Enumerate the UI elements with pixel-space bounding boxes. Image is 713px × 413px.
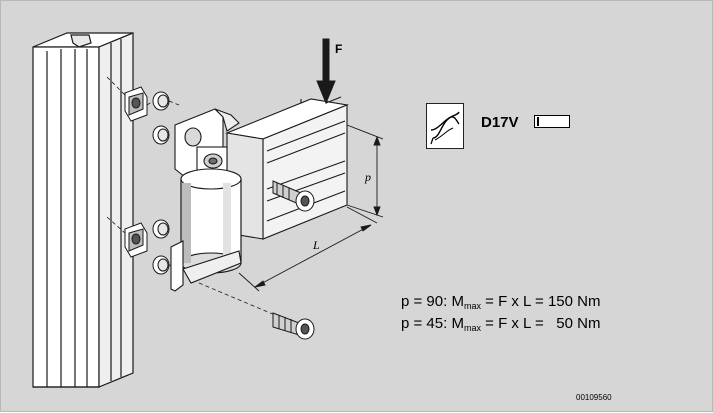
dimension-p: [346, 124, 384, 218]
bolt-beam: [272, 180, 315, 212]
washer-upper-2: [152, 125, 170, 145]
formula-2-subscript: max: [463, 323, 481, 333]
slot-nut-lower: [124, 222, 148, 258]
drill-bit-icon: [430, 111, 460, 145]
drill-code-label: D17V: [481, 114, 519, 131]
formula-2-prefix: p = 45: M: [401, 315, 464, 332]
force-label: F: [335, 42, 342, 56]
formula-line-2: p = 45: Mmax = F x L = 50 Nm: [401, 315, 600, 333]
extrusion-profile: [32, 32, 134, 388]
dimension-l: [238, 206, 378, 292]
slot-nut-upper: [124, 86, 148, 122]
horizontal-profile: [224, 98, 350, 240]
hinge-base-plate: [170, 240, 242, 292]
formula-2-rest: = F x L = 50 Nm: [480, 315, 601, 332]
drill-code-bar: [534, 115, 570, 128]
countersunk-screw: [272, 312, 315, 340]
washer-lower-2: [152, 255, 170, 275]
dimension-l-label: L: [312, 238, 320, 252]
washer-upper-1: [152, 91, 170, 111]
drill-bit-icon-box: [426, 103, 464, 149]
formula-line-1: p = 90: Mmax = F x L = 150 Nm: [401, 293, 600, 311]
drawing-id: 00109560: [576, 393, 612, 402]
formula-1-prefix: p = 90: M: [401, 293, 464, 310]
washer-lower-1: [152, 219, 170, 239]
formula-1-subscript: max: [463, 301, 481, 311]
dimension-p-label: p: [364, 170, 371, 184]
force-arrow: [316, 38, 342, 105]
formula-1-rest: = F x L = 150 Nm: [480, 293, 601, 310]
